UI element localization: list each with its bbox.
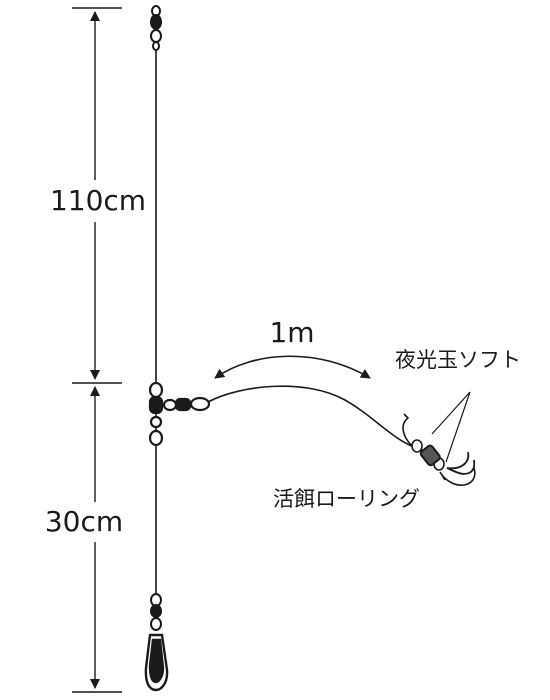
live-bait-ring bbox=[419, 444, 441, 467]
branch-length-label: 1m bbox=[269, 316, 314, 349]
hook-icon bbox=[446, 451, 476, 475]
lower-length-label: 30cm bbox=[45, 505, 123, 538]
bead-label: 夜光玉ソフト bbox=[395, 348, 521, 372]
dimension-lines bbox=[72, 7, 122, 693]
swivel-icon bbox=[150, 593, 162, 631]
hook-icon bbox=[439, 467, 476, 486]
upper-length-label: 110cm bbox=[50, 184, 146, 217]
branch-dim-arrow bbox=[214, 355, 371, 379]
swivel-icon bbox=[150, 5, 162, 51]
branch-line bbox=[207, 385, 431, 453]
three-way-swivel-icon bbox=[148, 381, 211, 447]
ring-label: 活餌ローリング bbox=[273, 487, 420, 511]
bead-callout-lines bbox=[431, 391, 471, 463]
snap-icon bbox=[144, 633, 169, 692]
hook-icon bbox=[402, 413, 413, 447]
